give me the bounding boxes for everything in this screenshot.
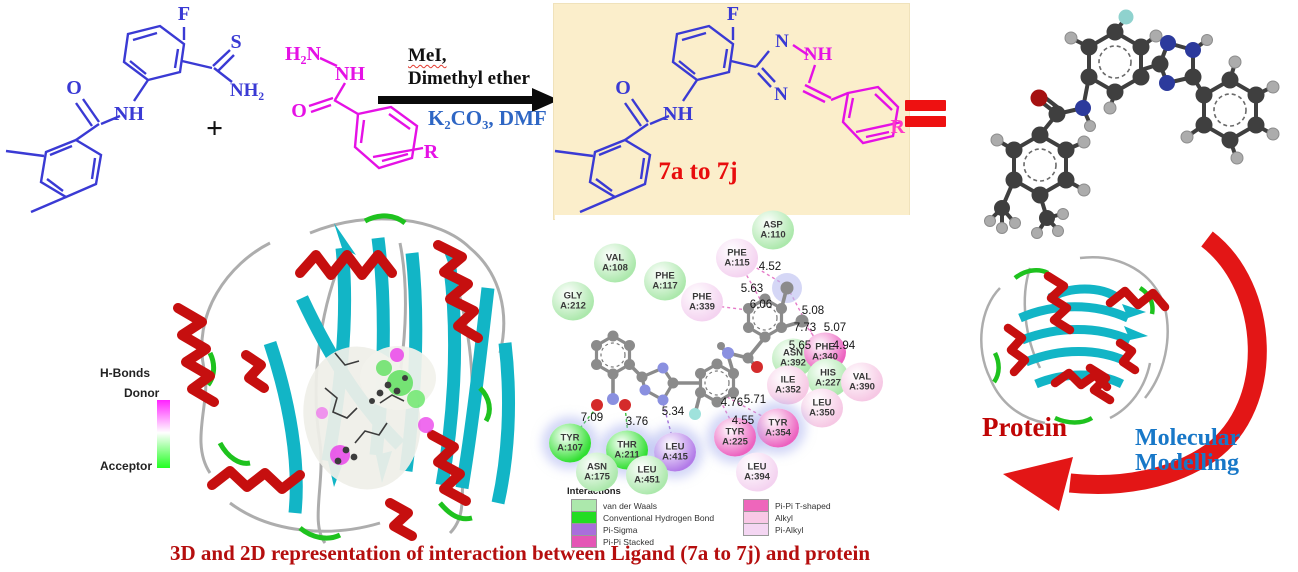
atom-label-O: O (66, 77, 82, 99)
interactions-legend-title: Interactions (567, 486, 621, 497)
distance-label: 4.52 (758, 261, 782, 273)
atom-label-N: N (775, 31, 789, 52)
atom-label-NH: NH (663, 103, 693, 125)
distance-label: 5.65 (788, 340, 812, 352)
atom-label-R: R (424, 141, 439, 163)
legend-item: Pi-Pi Stacked (571, 535, 654, 548)
product-structure: F N NH N O NH R (554, 3, 906, 214)
legend-item: Pi-Alkyl (743, 523, 803, 536)
nitrogen-atom (1075, 100, 1091, 116)
binding-pocket-surface (303, 346, 436, 490)
distance-label: 3.76 (625, 416, 649, 428)
legend-label: Alkyl (775, 512, 793, 523)
protein-3d-ribbon (980, 255, 1170, 425)
molecular-modelling-label: Molecular Modelling (1135, 425, 1241, 477)
molecular-modelling-line1: Molecular (1135, 425, 1241, 451)
atom-label-NH: NH (804, 44, 833, 65)
distance-label: 5.08 (801, 305, 825, 317)
legend-label: Pi-Pi T-shaped (775, 500, 831, 511)
molecular-modelling-line2: Modelling (1135, 450, 1240, 477)
atom-label-NH: NH (335, 63, 365, 85)
oxygen-atom (1030, 89, 1048, 107)
atom-label-S: S (230, 31, 241, 53)
distance-label: 4.55 (731, 415, 755, 427)
atom-label-N: N (774, 84, 788, 105)
condition-line-1: MeI, (408, 45, 447, 66)
atom-label-O: O (291, 100, 307, 122)
legend-swatch (743, 523, 769, 536)
ligand-3d-ball-stick (984, 9, 1280, 239)
distance-label: 5.71 (743, 394, 767, 406)
distance-label: 4.76 (720, 397, 744, 409)
reaction-arrow (378, 88, 559, 112)
molecular-modelling-arrow (1003, 231, 1267, 511)
legend-label: van der Waals (603, 500, 658, 511)
hbond-gradient-bar (157, 400, 170, 468)
atom-label-O: O (615, 77, 631, 99)
distance-label: 5.07 (823, 322, 847, 334)
atom-label-F: F (178, 3, 190, 25)
condition-catalyst: K₂CO₃, DMF (428, 106, 547, 130)
distance-label: 7.09 (580, 412, 604, 424)
distance-label: 5.34 (661, 406, 685, 418)
hbond-legend-donor: Donor (124, 386, 160, 400)
product-series-tag: 7a to 7j (658, 158, 738, 185)
protein-3d-docked (173, 213, 515, 544)
legend-swatch (571, 535, 597, 548)
distance-label: 6.06 (749, 299, 773, 311)
hbond-legend-title: H-Bonds (100, 366, 150, 380)
condition-line-2: Dimethyl ether (408, 68, 530, 89)
plus-sign: + (206, 112, 224, 145)
atom-label-NH2: NH₂ (230, 80, 265, 101)
distance-label: 4.94 (832, 340, 856, 352)
fluorine-atom (1118, 9, 1134, 25)
legend-label: Conventional Hydrogen Bond (603, 512, 715, 523)
reactant-1-structure: F S NH₂ O NH (5, 3, 265, 214)
distance-label: 7.73 (793, 322, 817, 334)
atom-label-R: R (891, 116, 906, 138)
distance-label: 5.63 (740, 283, 764, 295)
hbond-legend-acceptor: Acceptor (100, 459, 153, 473)
legend-label: Pi-Pi Stacked (603, 536, 655, 547)
atom-label-H2N: H₂N (285, 43, 322, 65)
reactant-2-structure: H₂N NH O R (285, 43, 439, 170)
legend-item: Conventional Hydrogen Bond (571, 511, 714, 524)
legend-label: Pi-Sigma (603, 524, 638, 535)
figure-caption: 3D and 2D representation of interaction … (170, 541, 870, 565)
protein-label: Protein (982, 412, 1067, 442)
atom-label-NH: NH (114, 103, 144, 125)
legend-label: Pi-Alkyl (775, 524, 804, 535)
atom-label-F: F (727, 3, 739, 25)
